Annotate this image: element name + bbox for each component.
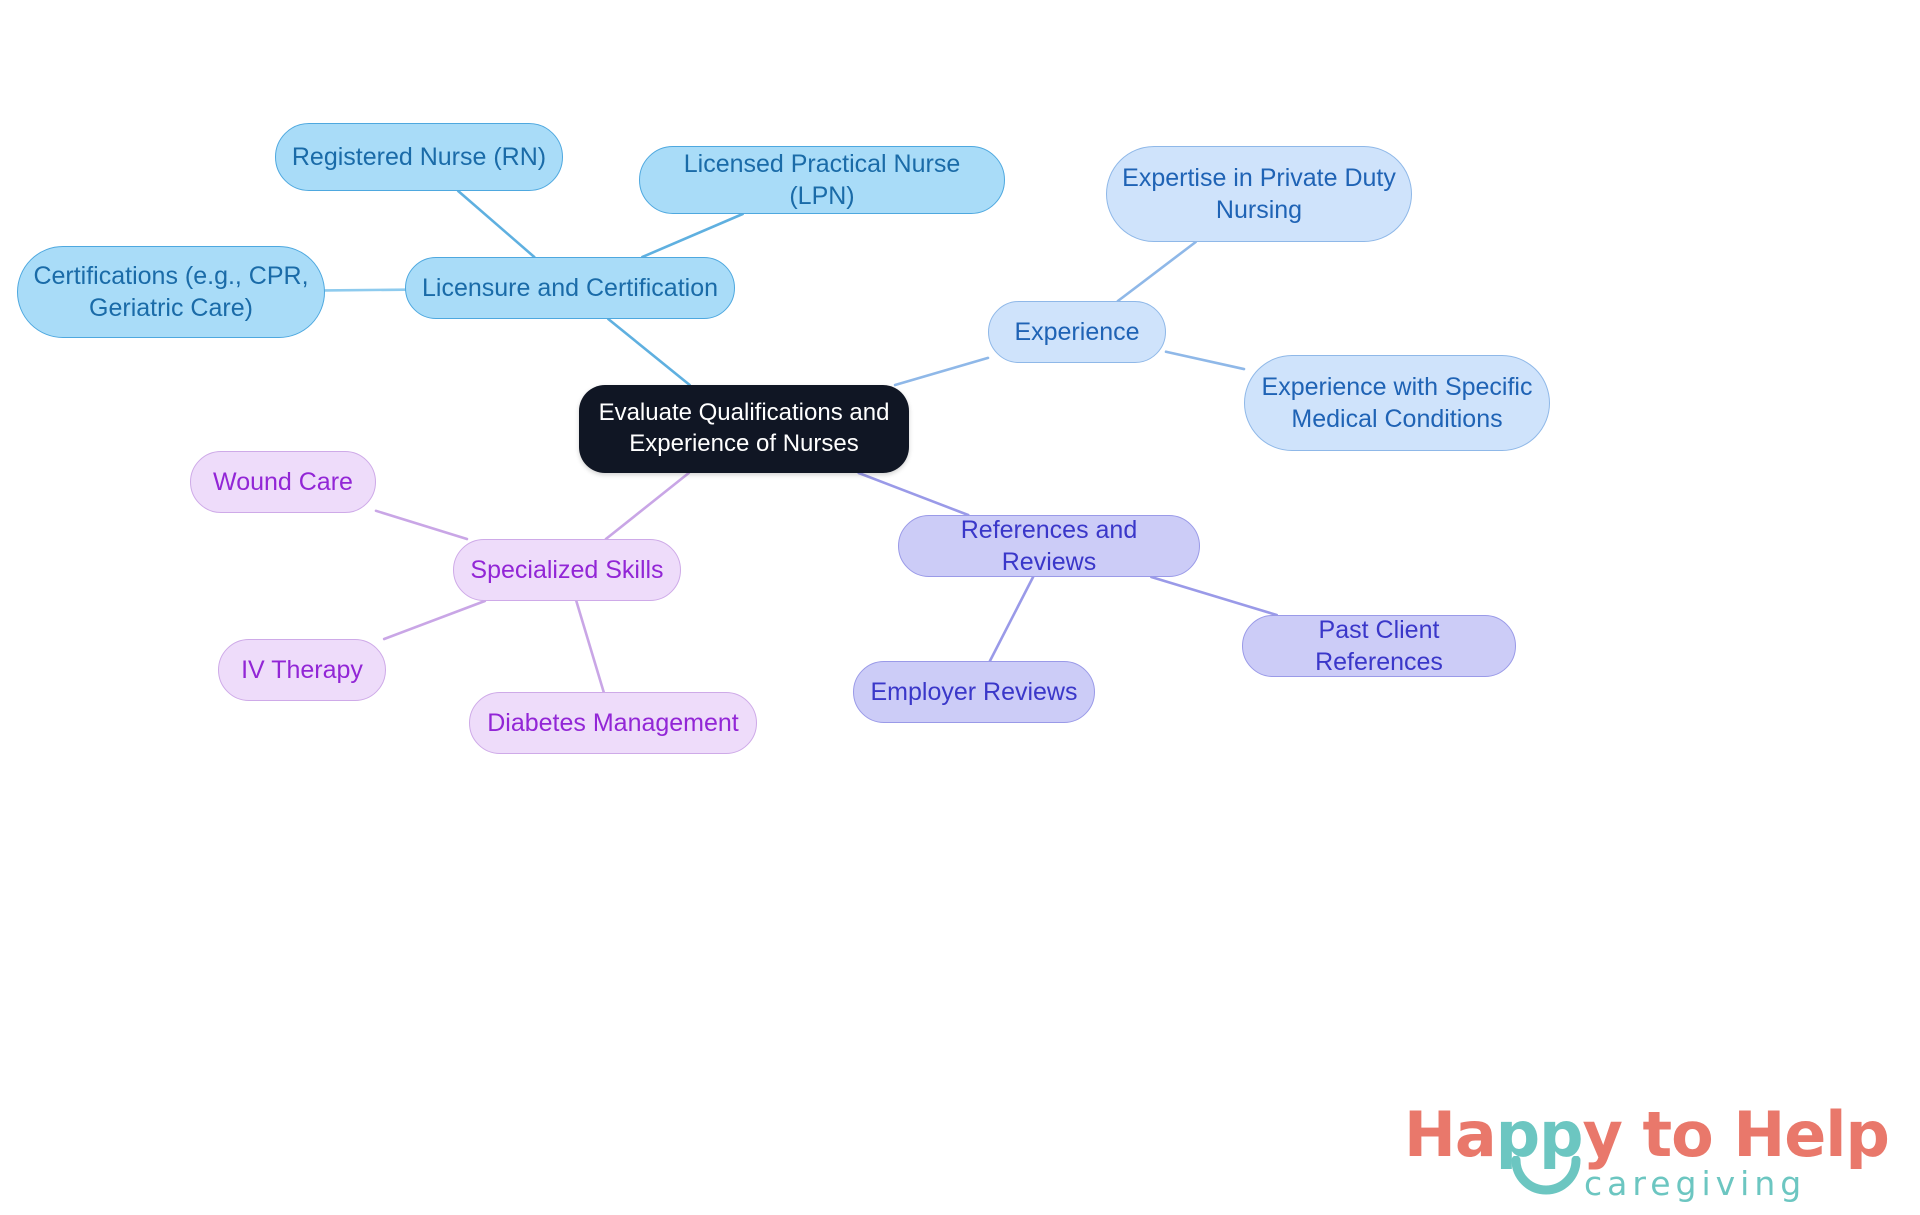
node-label: Specialized Skills — [470, 556, 664, 584]
leaf-node-certifications[interactable]: Certifications (e.g., CPR, Geriatric Car… — [17, 246, 325, 338]
logo-text-pp: pp — [1495, 1098, 1584, 1171]
leaf-node-expertise-private-duty-nursing[interactable]: Expertise in Private Duty Nursing — [1106, 146, 1412, 242]
leaf-node-employer-reviews[interactable]: Employer Reviews — [853, 661, 1095, 723]
node-label: Registered Nurse (RN) — [291, 143, 547, 171]
node-label: Certifications (e.g., CPR, Geriatric Car… — [33, 262, 309, 322]
edge-experience-to-experience-specific-medical-conditions — [1164, 350, 1246, 371]
node-label: Diabetes Management — [487, 709, 739, 737]
edge-references-and-reviews-to-past-client-references — [1150, 575, 1278, 617]
node-label: Experience — [1014, 318, 1140, 346]
logo-subtitle: caregiving — [1584, 1164, 1807, 1203]
edge-licensure-to-licensed-practical-nurse — [641, 212, 744, 259]
leaf-node-iv-therapy[interactable]: IV Therapy — [218, 639, 386, 701]
node-label: Expertise in Private Duty Nursing — [1122, 164, 1396, 224]
branch-node-references-and-reviews[interactable]: References and Reviews — [898, 515, 1200, 577]
node-label: References and Reviews — [960, 516, 1138, 576]
edge-experience-to-expertise-private-duty-nursing — [1116, 240, 1197, 303]
edge-licensure-to-registered-nurse — [456, 189, 536, 259]
logo-text-ha: Ha — [1404, 1098, 1497, 1171]
smile-icon — [1511, 1156, 1581, 1195]
edge-root-to-specialized-skills — [604, 471, 691, 541]
leaf-node-experience-specific-medical-conditions[interactable]: Experience with Specific Medical Conditi… — [1244, 355, 1550, 451]
node-label: Past Client References — [1315, 616, 1443, 676]
leaf-node-licensed-practical-nurse[interactable]: Licensed Practical Nurse (LPN) — [639, 146, 1005, 214]
brand-logo: Happy to Help caregiving — [1404, 1098, 1890, 1206]
logo-wordmark: Happy to Help — [1404, 1098, 1890, 1171]
node-label: Licensed Practical Nurse (LPN) — [683, 150, 961, 210]
edge-root-to-experience — [893, 356, 990, 387]
node-label: Employer Reviews — [870, 678, 1078, 706]
node-label: Licensure and Certification — [422, 274, 718, 302]
node-label: Evaluate Qualifications and Experience o… — [598, 399, 890, 457]
edge-specialized-skills-to-diabetes-management — [575, 599, 605, 694]
branch-node-licensure[interactable]: Licensure and Certification — [405, 257, 735, 319]
edge-references-and-reviews-to-employer-reviews — [988, 575, 1035, 663]
root-node-root[interactable]: Evaluate Qualifications and Experience o… — [579, 385, 909, 473]
branch-node-experience[interactable]: Experience — [988, 301, 1166, 363]
node-label: Wound Care — [213, 468, 353, 496]
leaf-node-wound-care[interactable]: Wound Care — [190, 451, 376, 513]
edge-licensure-to-certifications — [323, 288, 407, 292]
leaf-node-past-client-references[interactable]: Past Client References — [1242, 615, 1516, 677]
leaf-node-registered-nurse[interactable]: Registered Nurse (RN) — [275, 123, 563, 191]
edge-root-to-references-and-reviews — [857, 471, 970, 517]
leaf-node-diabetes-management[interactable]: Diabetes Management — [469, 692, 757, 754]
edge-specialized-skills-to-wound-care — [374, 509, 469, 541]
node-label: IV Therapy — [241, 656, 363, 684]
edge-root-to-licensure — [606, 317, 692, 387]
edge-specialized-skills-to-iv-therapy — [382, 599, 487, 641]
logo-text-y-to-help: y to Help — [1582, 1098, 1890, 1171]
branch-node-specialized-skills[interactable]: Specialized Skills — [453, 539, 681, 601]
node-label: Experience with Specific Medical Conditi… — [1261, 373, 1533, 433]
